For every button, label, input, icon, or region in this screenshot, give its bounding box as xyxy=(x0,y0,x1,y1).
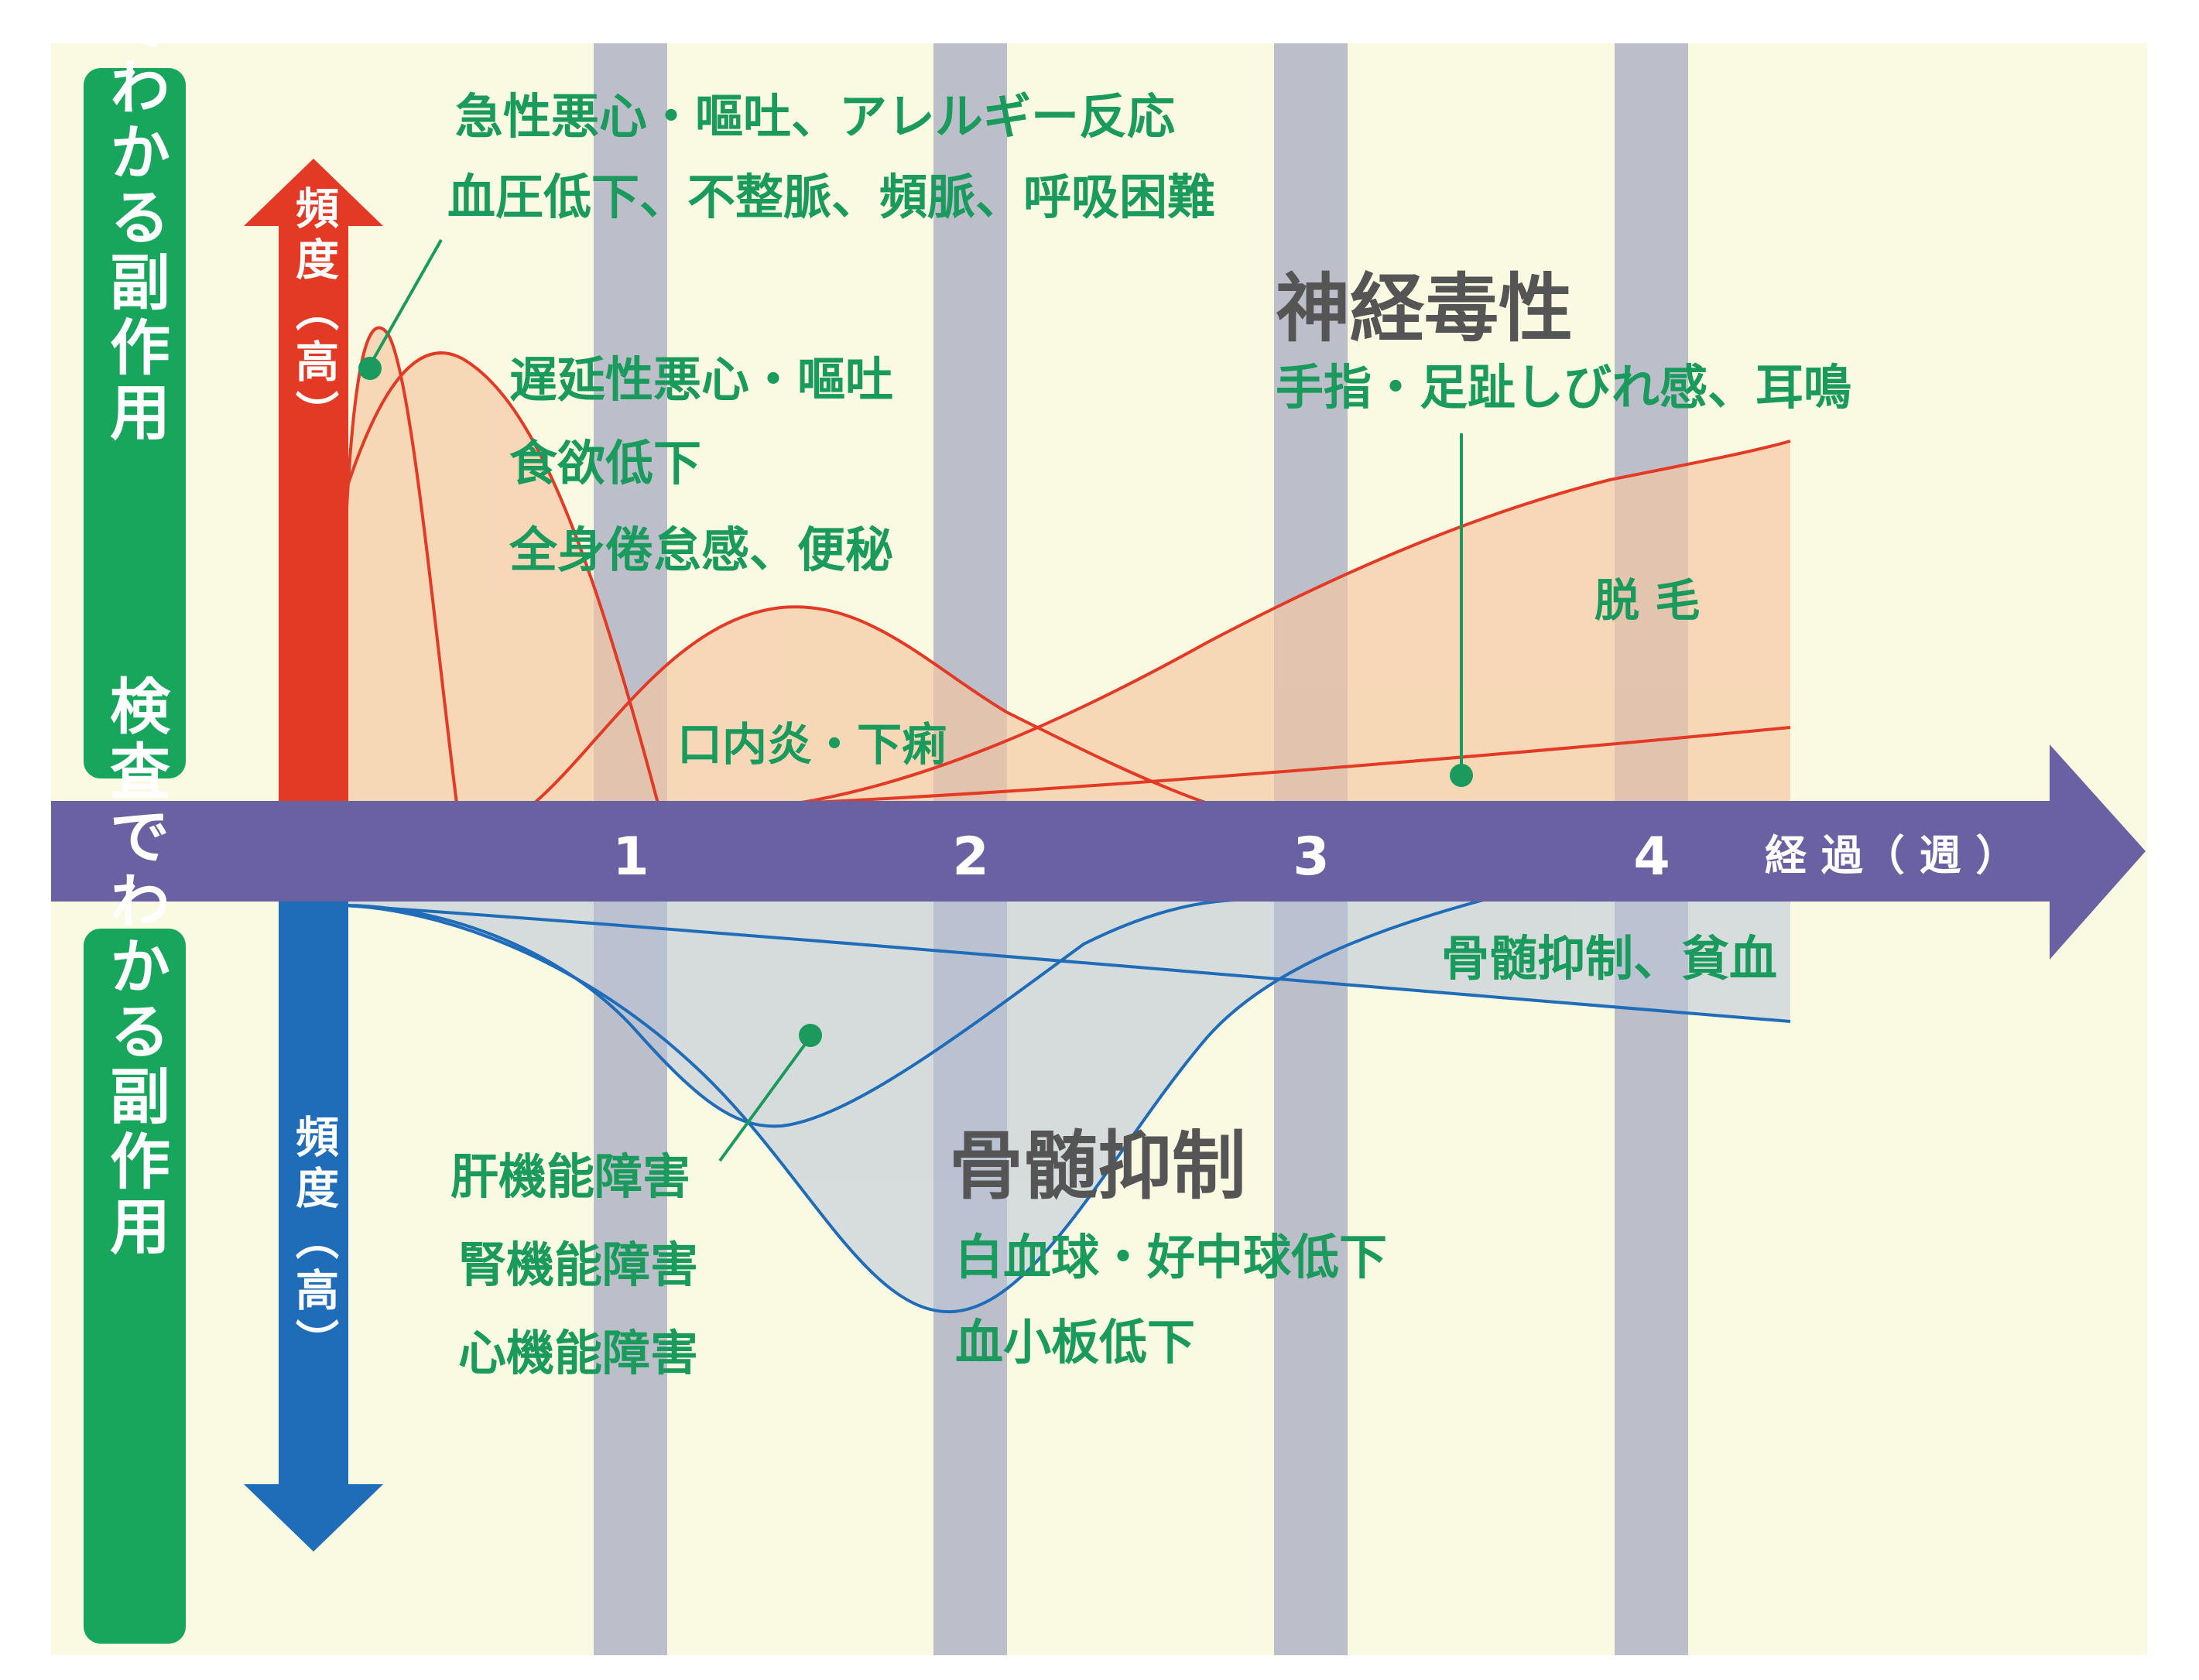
upper-area-fills xyxy=(344,327,1790,803)
tick-3: 3 xyxy=(1293,826,1329,888)
stomatitis-line xyxy=(533,605,1208,805)
platelet-area xyxy=(344,899,1486,1312)
label-marrow-title: 骨髄抑制 xyxy=(949,1123,1246,1210)
tick-2: 2 xyxy=(952,826,988,888)
panel-lab-detected: 検査でわかる副作用 xyxy=(84,675,186,1644)
dot-icon xyxy=(799,1024,822,1047)
label-delayed-3: 全身倦怠感、便秘 xyxy=(509,522,893,578)
label-acute-1: 急性悪心・嘔吐、アレルギー反応 xyxy=(455,88,1175,145)
axis-labels: 1 2 3 4 経 過（ 週 ） xyxy=(612,826,2017,888)
label-organ-1: 肝機能障害 xyxy=(450,1148,690,1205)
tick-4: 4 xyxy=(1633,826,1670,888)
callouts xyxy=(358,239,1473,1162)
arrow-up-icon xyxy=(244,159,383,805)
label-marrow-1: 白血球・好中球低下 xyxy=(955,1229,1387,1285)
anemia-line xyxy=(344,904,1791,1023)
arrow-right-icon xyxy=(51,744,2146,960)
neuro-area xyxy=(797,441,1790,803)
delayed-area xyxy=(344,353,658,803)
label-hair: 脱 毛 xyxy=(1594,574,1700,627)
panel-self-noticeable: 自分でわかる副作用 xyxy=(84,0,186,778)
side-effect-labels: 急性悪心・嘔吐、アレルギー反応 血圧低下、不整脈、頻脈、呼吸困難 遅延性悪心・嘔… xyxy=(447,88,1851,1381)
label-neuro-title: 神経毒性 xyxy=(1276,265,1573,352)
dot-icon xyxy=(1450,764,1473,787)
acute-line xyxy=(343,326,458,804)
label-marrow-2: 血小板低下 xyxy=(955,1314,1195,1370)
dot-icon xyxy=(358,357,382,380)
platelet-line xyxy=(344,898,1487,1314)
label-organ-3: 心機能障害 xyxy=(458,1325,698,1381)
organ-line xyxy=(344,897,1275,1128)
callout-line-acute xyxy=(368,239,443,366)
tick-1: 1 xyxy=(612,826,649,888)
label-organ-2: 腎機能障害 xyxy=(458,1237,698,1293)
callout-line-organ xyxy=(718,1035,812,1162)
label-delayed-1: 遅延性悪心・嘔吐 xyxy=(509,351,893,408)
axis-unit-label: 経 過（ 週 ） xyxy=(1765,831,2017,880)
down-arrow-label: 頻度（高） xyxy=(289,1114,339,1370)
label-stomatitis: 口内炎・下痢 xyxy=(677,718,947,771)
lower-lines xyxy=(344,897,1791,1314)
upper-lines xyxy=(343,326,1791,805)
arrow-down-icon xyxy=(244,898,383,1552)
label-acute-2: 血圧低下、不整脈、頻脈、呼吸困難 xyxy=(447,169,1215,225)
delayed-line xyxy=(343,351,659,804)
panel-bottom-label: 検査でわかる副作用 xyxy=(100,675,170,1260)
panel-top-label: 自分でわかる副作用 xyxy=(100,0,170,446)
label-marrow-anemia: 骨髄抑制、貧血 xyxy=(1441,930,1777,987)
label-neuro-sub: 手指・足趾しびれ感、耳鳴 xyxy=(1276,359,1851,416)
label-delayed-2: 食欲低下 xyxy=(509,435,701,491)
up-arrow-label: 頻度（高） xyxy=(289,186,339,441)
hair-line xyxy=(796,726,1791,805)
hair-area xyxy=(797,727,1790,803)
neuro-line xyxy=(796,440,1791,805)
